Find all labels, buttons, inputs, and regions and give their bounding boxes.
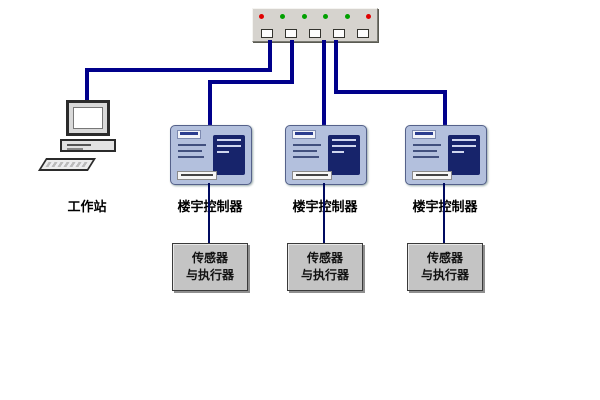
device-logo <box>412 130 436 139</box>
ethernet-port <box>309 28 321 38</box>
device-model-strip <box>412 171 452 180</box>
controller-label-1: 楼宇控制器 <box>155 196 265 215</box>
connection-line <box>443 90 447 125</box>
connection-line <box>85 68 89 103</box>
connection-line <box>208 183 210 243</box>
ethernet-port <box>333 28 345 38</box>
sensor-label-line2: 与执行器 <box>185 268 234 282</box>
device-front-panel <box>328 135 360 175</box>
ethernet-port <box>285 28 297 38</box>
switch-led-row <box>259 13 371 19</box>
sensor-label-line2: 与执行器 <box>300 268 349 282</box>
connection-line <box>208 80 294 84</box>
sensor-actuator-box: 传感器 与执行器 <box>407 243 483 291</box>
monitor-icon <box>66 100 110 136</box>
sensor-label-line1: 传感器 <box>426 250 463 265</box>
connection-line <box>443 183 445 243</box>
ethernet-port <box>261 28 273 38</box>
building-controller-device <box>285 125 367 185</box>
green-led-icon <box>344 13 350 19</box>
green-led-icon <box>323 13 329 19</box>
sensor-actuator-box: 传感器 与执行器 <box>172 243 248 291</box>
computer-case-icon <box>60 139 116 152</box>
green-led-icon <box>301 13 307 19</box>
sensor-label-line2: 与执行器 <box>420 268 469 282</box>
building-controller-device <box>405 125 487 185</box>
sensor-actuator-box: 传感器 与执行器 <box>287 243 363 291</box>
controller-label-2: 楼宇控制器 <box>270 196 380 215</box>
red-led-icon <box>259 13 264 19</box>
network-switch <box>252 8 378 42</box>
device-model-strip <box>177 171 217 180</box>
ethernet-port <box>357 28 369 38</box>
keyboard-icon <box>37 158 97 171</box>
connection-line <box>208 80 212 125</box>
red-led-icon <box>365 13 371 19</box>
building-controller-device <box>170 125 252 185</box>
green-led-icon <box>280 13 286 19</box>
connection-line <box>290 40 294 84</box>
connection-line <box>85 68 272 72</box>
workstation-label: 工作站 <box>67 200 107 215</box>
sensor-label-line1: 传感器 <box>306 250 343 265</box>
connection-line <box>322 40 326 125</box>
connection-line <box>334 90 447 94</box>
switch-port-row <box>261 28 369 38</box>
device-front-panel <box>448 135 480 175</box>
device-logo <box>292 130 316 139</box>
connection-line <box>268 40 272 72</box>
device-front-panel <box>213 135 245 175</box>
controller-label-3: 楼宇控制器 <box>390 196 500 215</box>
connection-line <box>323 183 325 243</box>
device-model-strip <box>292 171 332 180</box>
connection-line <box>334 40 338 94</box>
device-logo <box>177 130 201 139</box>
sensor-label-line1: 传感器 <box>191 250 228 265</box>
